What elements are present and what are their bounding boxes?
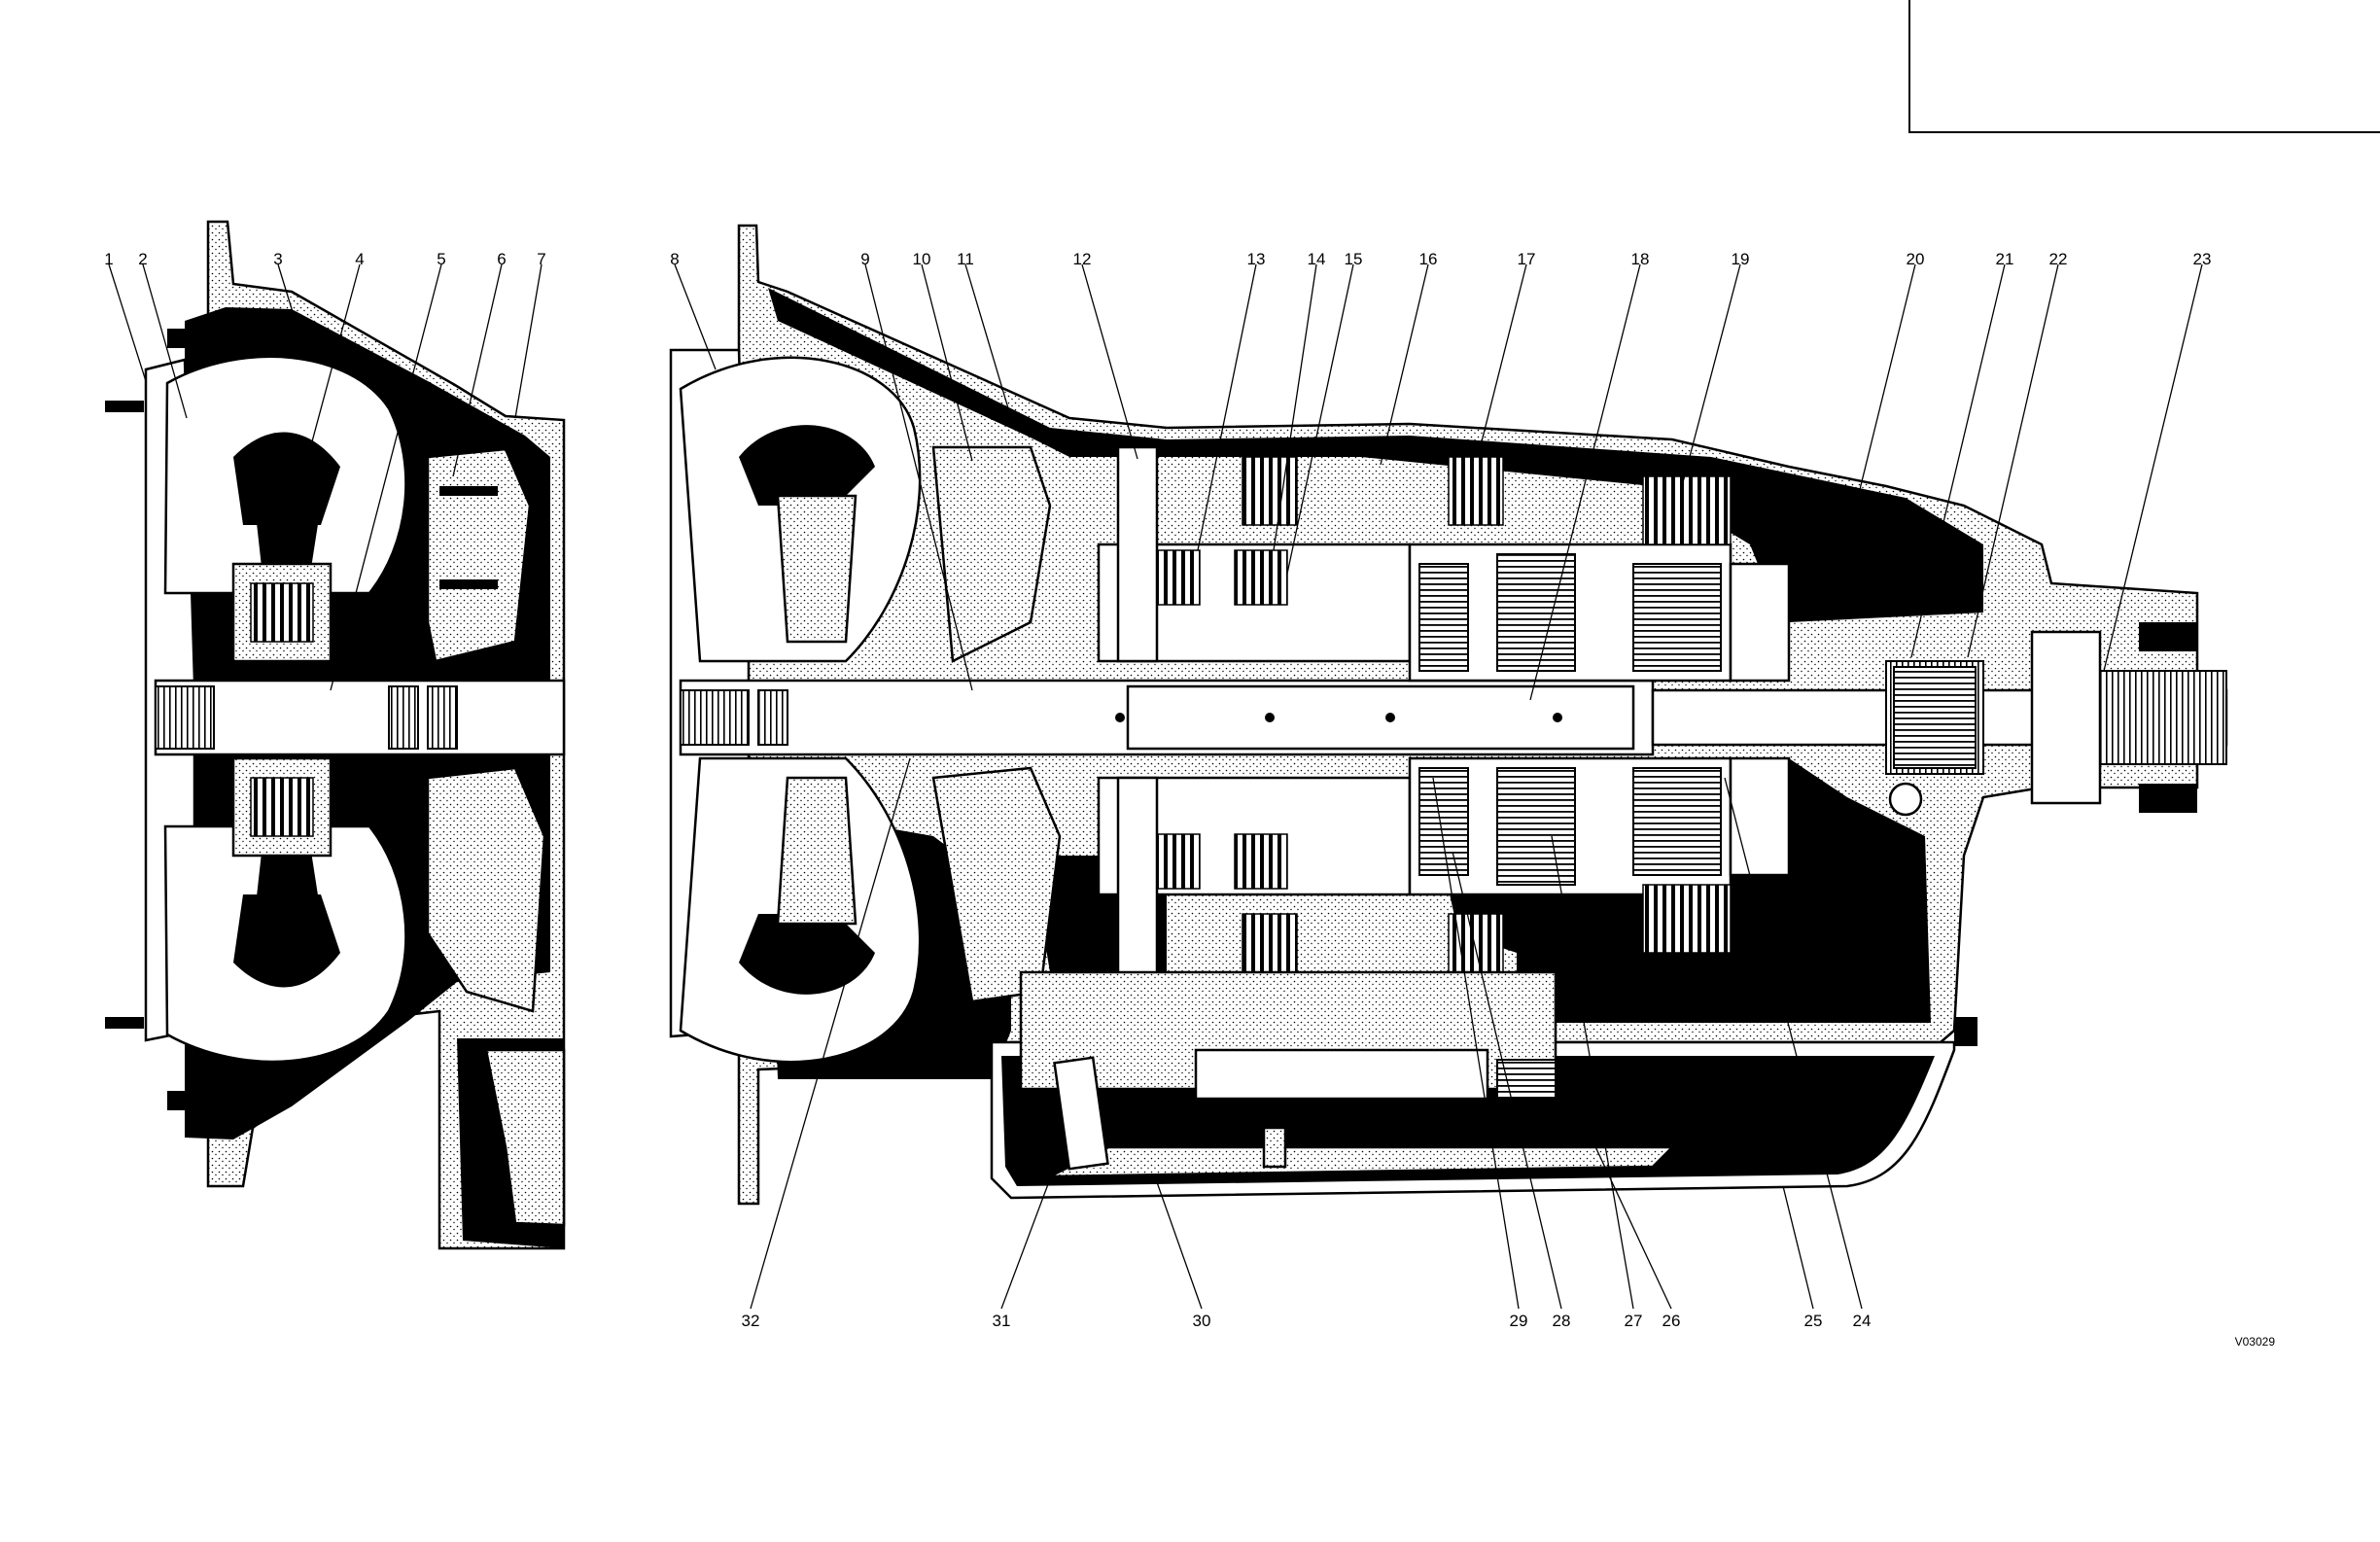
callout-11: 11 (957, 250, 974, 268)
callout-19: 19 (1732, 250, 1750, 268)
main-cutaway-view (671, 226, 2226, 1204)
callout-30: 30 (1193, 1312, 1211, 1330)
callout-32: 32 (742, 1312, 760, 1330)
callout-23: 23 (2193, 250, 2212, 268)
callout-1: 1 (104, 250, 113, 268)
callout-5: 5 (437, 250, 445, 268)
callout-20: 20 (1907, 250, 1925, 268)
callout-13: 13 (1247, 250, 1266, 268)
callout-14: 14 (1308, 250, 1326, 268)
callouts-bottom: 32 31 30 29 28 27 26 25 24 (742, 1312, 1872, 1330)
callout-21: 21 (1996, 250, 2014, 268)
callout-16: 16 (1419, 250, 1438, 268)
callout-27: 27 (1625, 1312, 1643, 1330)
callout-24: 24 (1853, 1312, 1872, 1330)
callout-17: 17 (1518, 250, 1536, 268)
callout-6: 6 (497, 250, 506, 268)
callouts-top: 1 2 3 4 5 6 7 8 9 10 11 12 13 14 15 16 1… (104, 250, 2211, 268)
callout-8: 8 (670, 250, 679, 268)
callout-18: 18 (1631, 250, 1650, 268)
callout-3: 3 (273, 250, 282, 268)
callout-25: 25 (1804, 1312, 1823, 1330)
callout-31: 31 (993, 1312, 1011, 1330)
callout-26: 26 (1662, 1312, 1681, 1330)
callout-12: 12 (1073, 250, 1092, 268)
left-cutaway-view (105, 222, 564, 1248)
callout-15: 15 (1345, 250, 1363, 268)
figure-id: V03029 (2235, 1335, 2276, 1349)
callout-4: 4 (355, 250, 364, 268)
corner-frame (1909, 0, 2380, 132)
callout-7: 7 (537, 250, 545, 268)
callout-28: 28 (1553, 1312, 1571, 1330)
callout-9: 9 (860, 250, 869, 268)
callout-22: 22 (2049, 250, 2068, 268)
callout-29: 29 (1510, 1312, 1528, 1330)
speedo-gear (1890, 784, 1921, 815)
callout-10: 10 (913, 250, 931, 268)
callout-2: 2 (138, 250, 147, 268)
